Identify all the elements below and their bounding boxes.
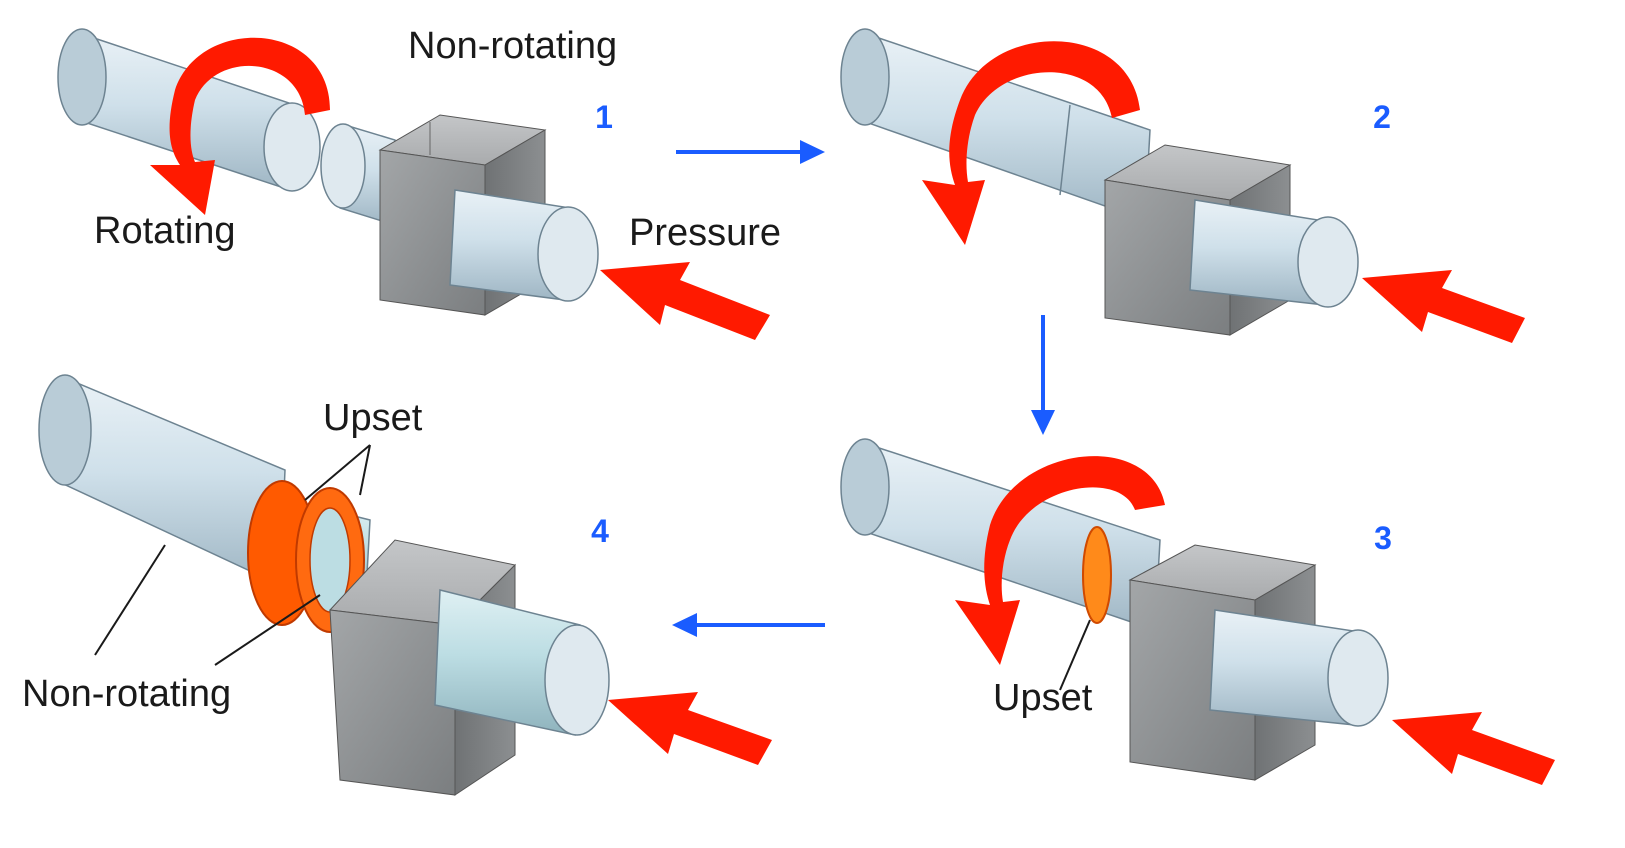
pressure-arrow-icon (600, 262, 770, 340)
pressure-arrow-icon (1362, 270, 1525, 343)
pressure-arrow-icon (608, 692, 772, 765)
non-rotating-label: Non-rotating (22, 673, 231, 715)
upset-label: Upset (993, 677, 1093, 719)
pressure-label: Pressure (629, 212, 781, 254)
flow-arrow-icon (672, 613, 825, 637)
step-4-panel: 4 Upset Non-rotating (22, 374, 772, 796)
step-number: 3 (1374, 520, 1392, 556)
step-2-panel: 2 (840, 28, 1525, 343)
pressure-arrow-icon (1392, 712, 1555, 785)
non-rotating-label: Non-rotating (408, 25, 617, 67)
curved-rotation-arrow-icon (150, 37, 330, 215)
pressed-shaft (449, 189, 599, 302)
pressed-shaft (434, 589, 610, 736)
flow-arrow-icon (1031, 315, 1055, 435)
pressed-shaft (1189, 199, 1359, 308)
flow-arrow-icon (676, 140, 825, 164)
step-number: 4 (591, 513, 609, 549)
upset-label: Upset (323, 397, 423, 439)
pressed-shaft (1209, 609, 1389, 727)
leader-lines (94, 444, 371, 666)
curved-rotation-arrow-icon (922, 41, 1140, 245)
step-number: 2 (1373, 99, 1391, 135)
curved-rotation-arrow-icon (955, 456, 1165, 665)
upset-leader-line (1059, 619, 1091, 691)
step-number: 1 (595, 99, 613, 135)
step-1-panel: 1 Rotating Non-rotating Pressure (57, 25, 781, 340)
rotating-label: Rotating (94, 210, 236, 252)
step-3-panel: 3 Upset (840, 438, 1555, 785)
upset-ring (1082, 526, 1112, 624)
